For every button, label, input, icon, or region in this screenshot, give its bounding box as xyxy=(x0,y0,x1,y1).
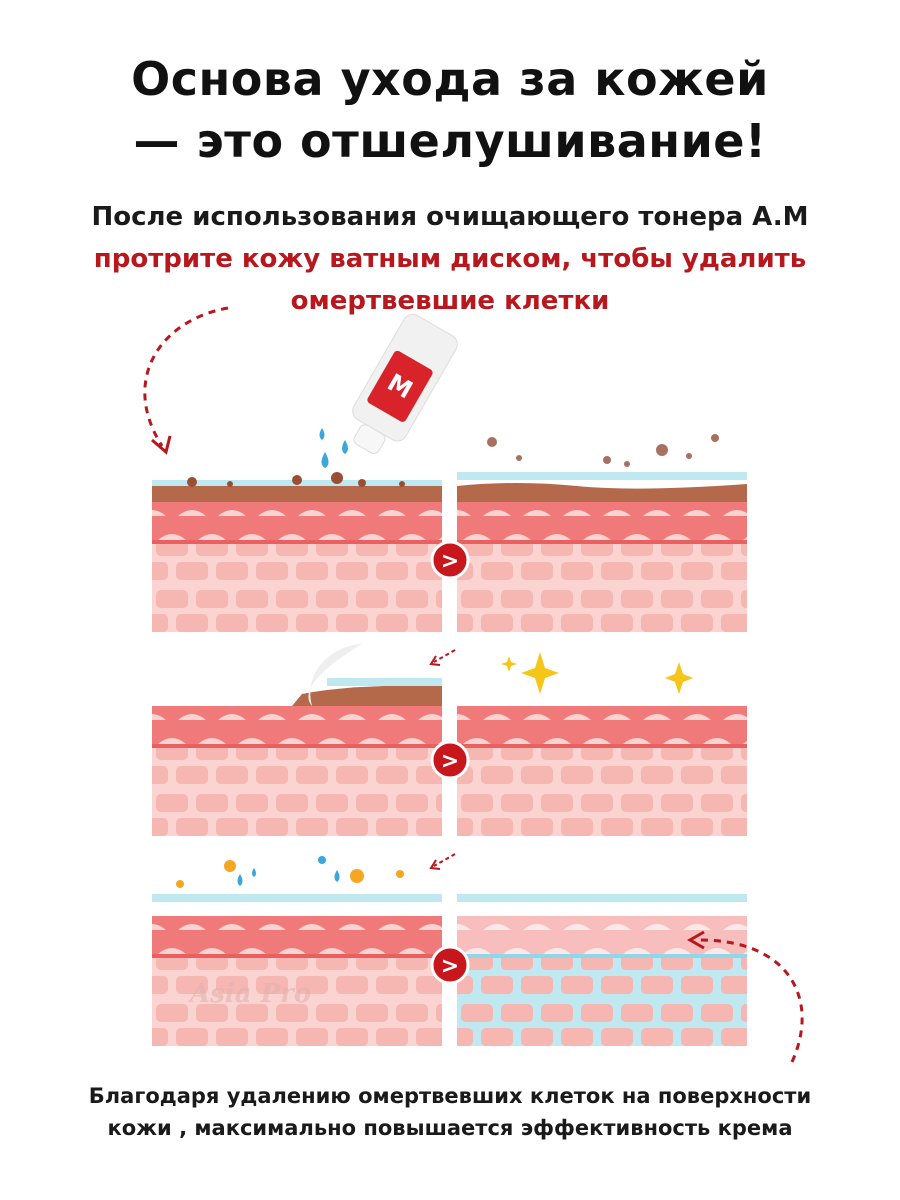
arrowhead-icon xyxy=(429,859,441,870)
intro-line-2: протрите кожу ватным диском, чтобы удали… xyxy=(93,244,807,274)
arrow-right-icon: > xyxy=(430,945,470,985)
arrowhead-icon xyxy=(151,435,172,455)
svg-text:>: > xyxy=(441,954,459,979)
footer-line-2: кожи , максимально повышается эффективно… xyxy=(107,1116,793,1140)
dashed-arrow-icon xyxy=(699,938,804,1063)
svg-text:>: > xyxy=(441,749,459,774)
svg-text:>: > xyxy=(441,549,459,574)
panel-wipe-left xyxy=(152,644,442,836)
intro-line-3: омертвевшие клетки xyxy=(290,286,610,316)
intro-line-1: После использования очищающего тонера A.… xyxy=(91,202,809,232)
dashed-arrow-icon xyxy=(143,306,229,447)
panel-moisture-left xyxy=(152,856,442,1046)
panel-before-left xyxy=(152,472,442,632)
footer-text: Благодаря удалению омертвевших клеток на… xyxy=(0,1080,900,1144)
toner-bottle-icon: M xyxy=(319,313,458,468)
arrow-right-icon: > xyxy=(430,540,470,580)
page-title: Основа ухода за кожей — это отшелушивани… xyxy=(0,48,900,172)
intro-text: После использования очищающего тонера A.… xyxy=(0,196,900,322)
title-line-1: Основа ухода за кожей xyxy=(131,52,769,106)
arrow-right-icon: > xyxy=(430,740,470,780)
panel-after-left xyxy=(457,434,747,632)
arrowhead-icon xyxy=(686,930,705,950)
watermark: Asia Pro xyxy=(187,979,311,1009)
arrowhead-icon xyxy=(429,655,441,666)
footer-line-1: Благодаря удалению омертвевших клеток на… xyxy=(88,1084,812,1108)
panel-clean-right xyxy=(457,652,747,836)
title-line-2: — это отшелушивание! xyxy=(133,114,767,168)
panel-absorbed-right xyxy=(457,894,747,1046)
